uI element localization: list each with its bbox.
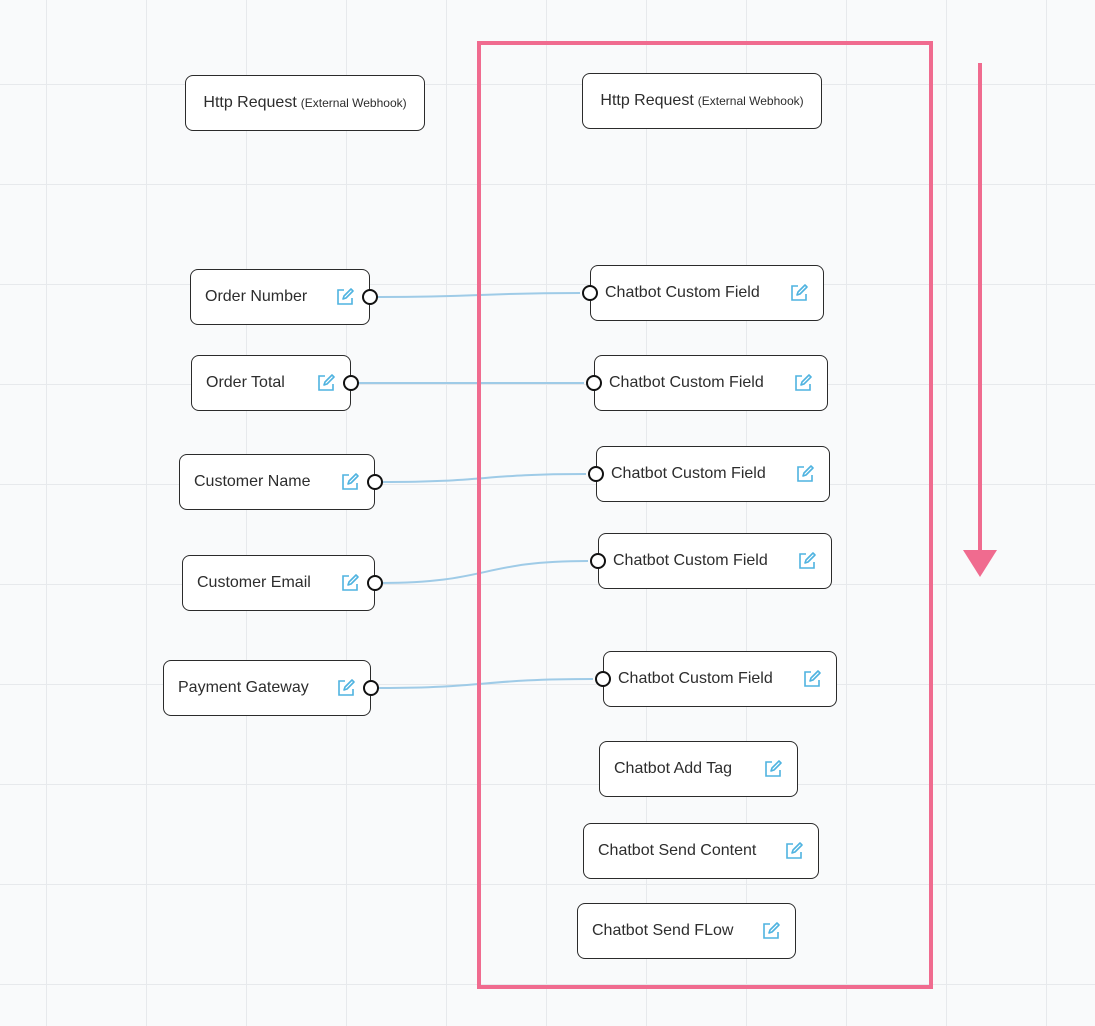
target-field-label: Chatbot Custom Field	[618, 670, 773, 687]
target-add-tag-node[interactable]: Chatbot Add Tag	[599, 741, 798, 797]
target-field-label: Chatbot Custom Field	[605, 284, 760, 301]
target-http-request-subtitle: (External Webhook)	[697, 94, 804, 108]
edit-icon[interactable]	[793, 373, 813, 393]
target-custom-field-5[interactable]: Chatbot Custom Field	[595, 651, 837, 707]
output-port[interactable]	[363, 680, 379, 696]
source-field-label: Customer Name	[194, 473, 311, 490]
input-port[interactable]	[586, 375, 602, 391]
source-field-label: Customer Email	[197, 574, 311, 591]
target-custom-field-2[interactable]: Chatbot Custom Field	[586, 355, 828, 411]
source-field-payment-gateway[interactable]: Payment Gateway	[163, 660, 379, 716]
source-http-request-title: Http Request	[203, 94, 297, 111]
edit-icon[interactable]	[316, 373, 336, 393]
edit-icon[interactable]	[761, 921, 781, 941]
source-field-label: Order Number	[205, 288, 308, 305]
edit-icon[interactable]	[784, 841, 804, 861]
input-port[interactable]	[588, 466, 604, 482]
edit-icon[interactable]	[335, 287, 355, 307]
highlight-box	[477, 41, 933, 989]
edit-icon[interactable]	[340, 573, 360, 593]
source-field-customer-name[interactable]: Customer Name	[179, 454, 383, 510]
source-http-request-node[interactable]: Http Request(External Webhook)	[185, 75, 425, 131]
target-action-label: Chatbot Send FLow	[592, 922, 734, 939]
target-send-content-node[interactable]: Chatbot Send Content	[583, 823, 819, 879]
edit-icon[interactable]	[336, 678, 356, 698]
target-http-request-label: Http Request(External Webhook)	[600, 92, 803, 110]
target-http-request-title: Http Request	[600, 92, 694, 109]
source-field-customer-email[interactable]: Customer Email	[182, 555, 383, 611]
output-port[interactable]	[343, 375, 359, 391]
input-port[interactable]	[595, 671, 611, 687]
target-custom-field-3[interactable]: Chatbot Custom Field	[588, 446, 830, 502]
target-custom-field-4[interactable]: Chatbot Custom Field	[590, 533, 832, 589]
source-http-request-label: Http Request(External Webhook)	[203, 94, 406, 112]
edit-icon[interactable]	[789, 283, 809, 303]
input-port[interactable]	[590, 553, 606, 569]
edit-icon[interactable]	[797, 551, 817, 571]
target-send-flow-node[interactable]: Chatbot Send FLow	[577, 903, 796, 959]
target-action-label: Chatbot Add Tag	[614, 760, 733, 777]
source-field-label: Payment Gateway	[178, 679, 309, 696]
target-action-label: Chatbot Send Content	[598, 842, 757, 859]
edit-icon[interactable]	[763, 759, 783, 779]
output-port[interactable]	[367, 575, 383, 591]
source-field-order-total[interactable]: Order Total	[191, 355, 359, 411]
target-field-label: Chatbot Custom Field	[613, 552, 768, 569]
edit-icon[interactable]	[795, 464, 815, 484]
edit-icon[interactable]	[340, 472, 360, 492]
input-port[interactable]	[582, 285, 598, 301]
target-field-label: Chatbot Custom Field	[609, 374, 764, 391]
edit-icon[interactable]	[802, 669, 822, 689]
target-field-label: Chatbot Custom Field	[611, 465, 766, 482]
output-port[interactable]	[362, 289, 378, 305]
target-http-request-node[interactable]: Http Request(External Webhook)	[582, 73, 822, 129]
source-field-order-number[interactable]: Order Number	[190, 269, 378, 325]
target-custom-field-1[interactable]: Chatbot Custom Field	[582, 265, 824, 321]
arrow-down-icon	[963, 63, 997, 577]
source-http-request-subtitle: (External Webhook)	[300, 96, 407, 110]
source-field-label: Order Total	[206, 374, 285, 391]
output-port[interactable]	[367, 474, 383, 490]
